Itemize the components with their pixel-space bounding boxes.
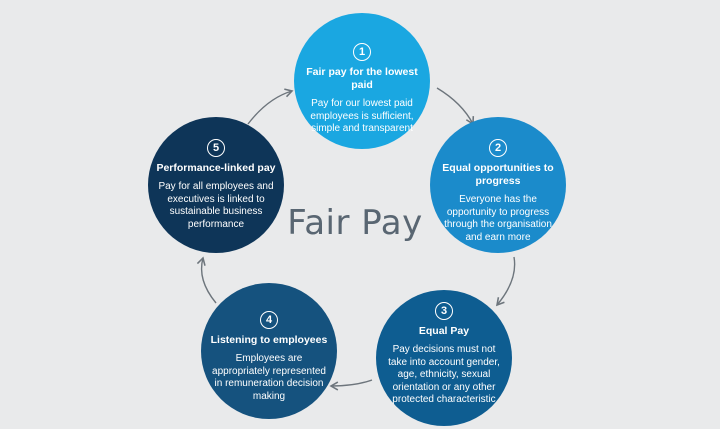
- step-number: 3: [435, 302, 453, 320]
- node-equal-pay: 3 Equal Pay Pay decisions must not take …: [376, 290, 512, 426]
- node-heading: Fair pay for the lowest paid: [306, 66, 418, 91]
- arrow-5-to-1: [247, 88, 294, 125]
- step-number: 2: [489, 139, 507, 157]
- node-description: Pay for our lowest paid employees is suf…: [310, 98, 414, 134]
- node-heading: Equal Pay: [418, 325, 470, 337]
- arrow-3-to-4: [329, 379, 373, 391]
- step-number: 5: [207, 139, 225, 157]
- node-description: Pay for all employees and executives is …: [158, 181, 274, 230]
- node-description: Employees are appropriately represented …: [212, 353, 326, 402]
- diagram-title: Fair Pay: [287, 203, 423, 243]
- node-description: Pay decisions must not take into account…: [388, 344, 500, 405]
- node-heading: Listening to employees: [210, 334, 328, 346]
- arrow-1-to-2: [436, 87, 475, 126]
- node-equal-opportunities: 2 Equal opportunities to progress Everyo…: [430, 117, 566, 253]
- node-fair-pay-lowest-paid: 1 Fair pay for the lowest paid Pay for o…: [294, 13, 430, 149]
- arrow-4-to-5: [196, 256, 217, 304]
- node-heading: Performance-linked pay: [156, 162, 276, 174]
- node-description: Everyone has the opportunity to progress…: [444, 194, 552, 243]
- node-heading: Equal opportunities to progress: [442, 162, 554, 187]
- node-performance-linked-pay: 5 Performance-linked pay Pay for all emp…: [148, 117, 284, 253]
- step-number: 4: [260, 311, 278, 329]
- arrow-2-to-3: [495, 256, 516, 307]
- node-listening-to-employees: 4 Listening to employees Employees are a…: [201, 283, 337, 419]
- step-number: 1: [353, 43, 371, 61]
